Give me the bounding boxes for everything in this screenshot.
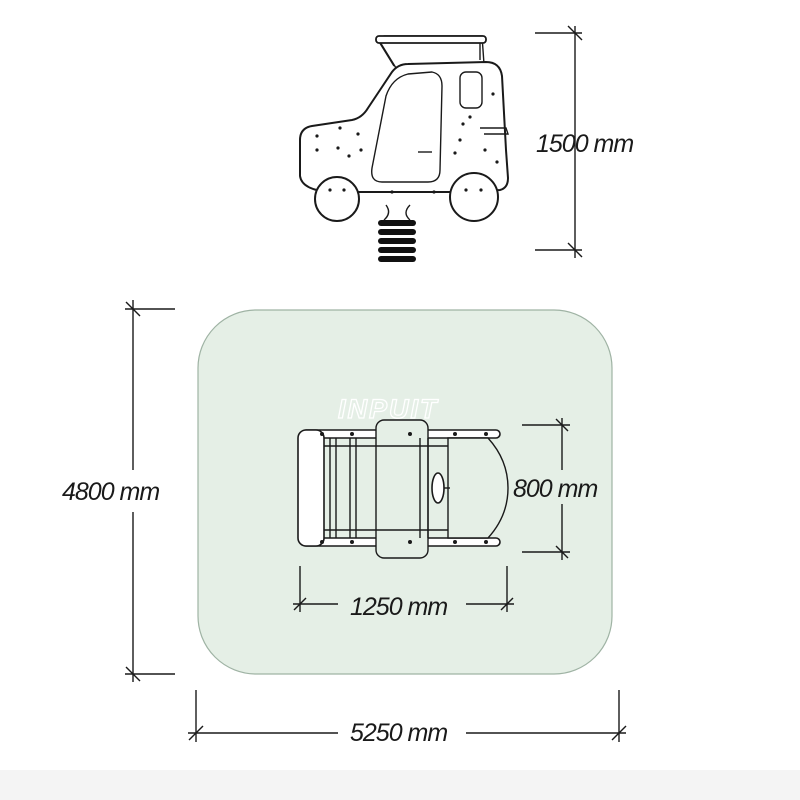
item-length-dimension: 1250 mm xyxy=(293,566,514,621)
zone-width-dimension: 5250 mm xyxy=(188,690,627,747)
spring-coil xyxy=(378,204,416,262)
item-length-label: 1250 mm xyxy=(350,593,447,621)
side-handle xyxy=(480,127,509,135)
zone-depth-dimension: 4800 mm xyxy=(62,300,175,682)
zone-depth-label: 4800 mm xyxy=(62,478,159,506)
bottom-strip xyxy=(0,770,800,800)
top-view-car xyxy=(297,419,509,559)
height-dimension: 1500 mm xyxy=(535,25,634,258)
front-wheel xyxy=(314,176,360,222)
steering-wheel-icon xyxy=(431,472,445,504)
bolts xyxy=(315,92,499,194)
item-width-label: 800 mm xyxy=(513,475,597,503)
rear-wheel xyxy=(449,172,499,222)
item-width-dimension: 800 mm xyxy=(513,418,600,560)
car-body xyxy=(299,60,510,193)
front-window xyxy=(371,71,443,183)
side-view-spring-car xyxy=(299,35,510,262)
height-label: 1500 mm xyxy=(536,130,633,158)
rear-window xyxy=(459,71,483,109)
zone-width-label: 5250 mm xyxy=(350,719,447,747)
